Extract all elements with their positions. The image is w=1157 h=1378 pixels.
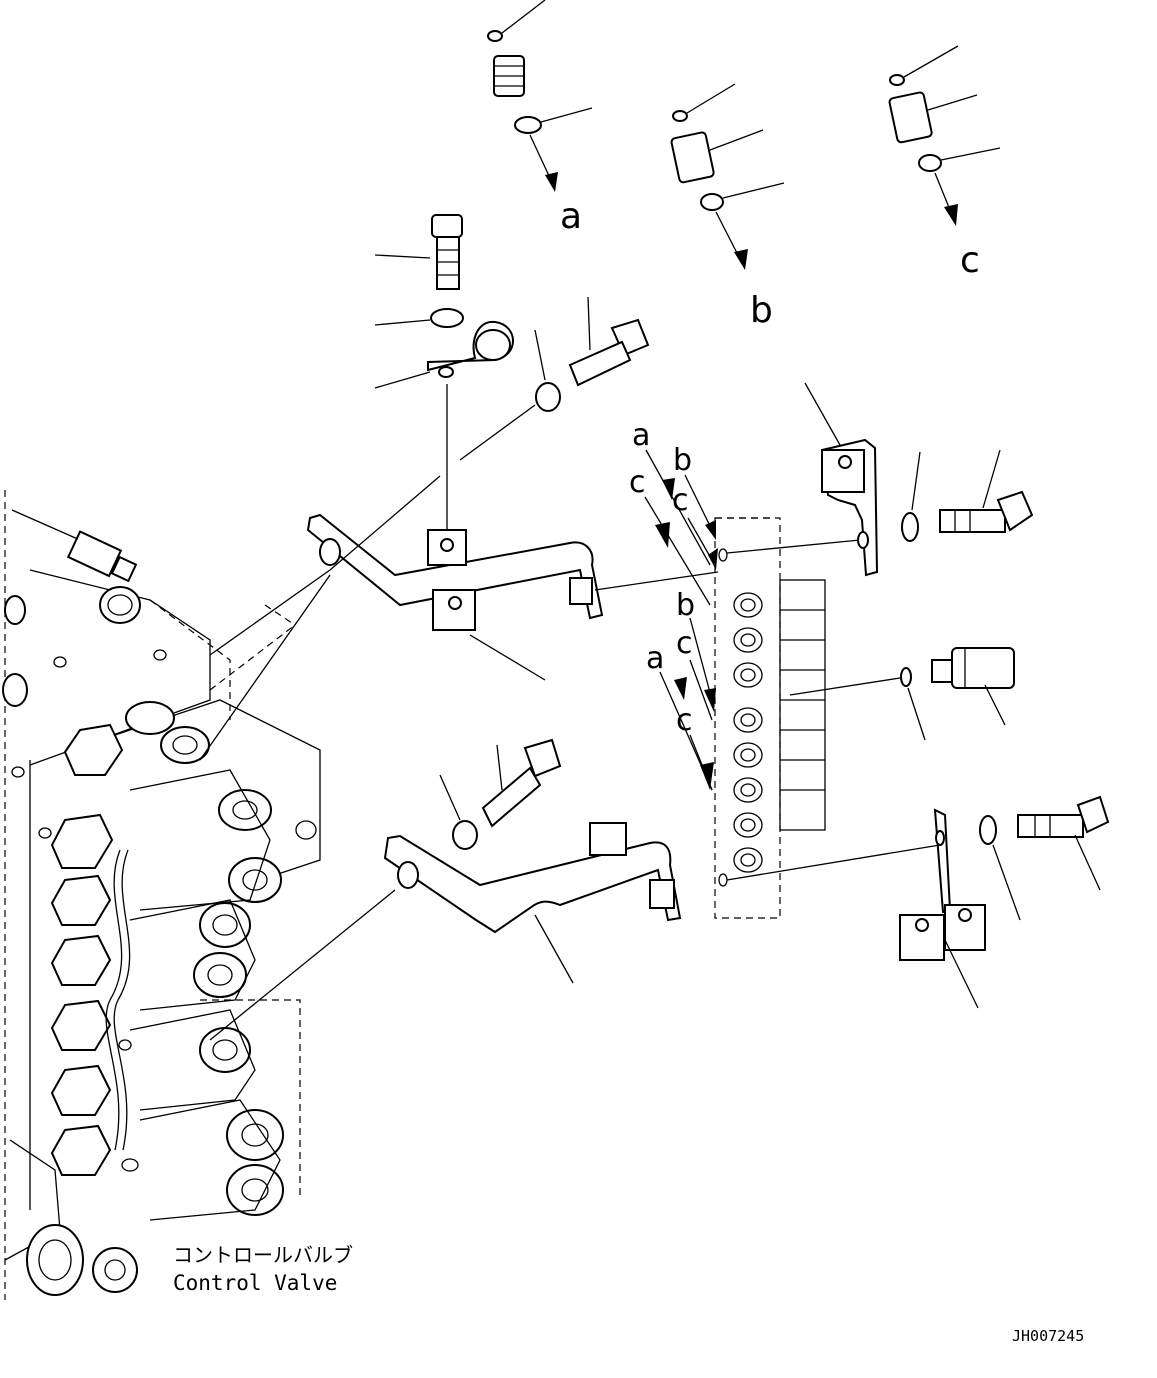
sensor-nut <box>931 659 953 683</box>
caption-japanese: コントロールバルブ <box>173 1243 353 1267</box>
callout-c-top: c <box>960 240 980 281</box>
elbow-fitting-b <box>670 131 715 184</box>
lower-bracket <box>383 738 682 984</box>
o-ring-b <box>700 193 724 211</box>
block-ref-a1: a <box>632 418 650 453</box>
caption-english: Control Valve <box>173 1271 337 1295</box>
o-ring-small-a <box>487 30 503 42</box>
bolt-head-4 <box>996 490 1034 532</box>
sensor-connector <box>66 530 123 578</box>
callout-a-top: a <box>560 196 582 237</box>
block-ref-c2: c <box>672 483 689 518</box>
bracket-hole-2 <box>397 861 419 889</box>
bolt-head-1 <box>431 214 463 238</box>
pressure-sensor <box>900 647 1015 741</box>
block-ref-c1: c <box>629 465 646 500</box>
bracket-nut-2 <box>649 879 675 909</box>
block-ref-a2: a <box>646 641 664 676</box>
fitting-a-group: a <box>487 0 593 237</box>
washer-3 <box>452 820 478 850</box>
hex-caps <box>50 723 124 1176</box>
control-valve <box>2 475 441 1300</box>
valve-end-cap <box>26 1224 84 1296</box>
callout-b-top: b <box>750 290 773 331</box>
right-lower-mount <box>899 795 1110 1009</box>
o-ring-c <box>918 154 942 172</box>
valve-cap-top <box>99 586 141 624</box>
washer-5 <box>979 815 997 845</box>
washer-2 <box>535 382 561 412</box>
block-ref-c3: c <box>676 626 693 661</box>
bracket-block-3 <box>589 822 627 856</box>
upper-bracket <box>306 513 604 681</box>
drawing-id: JH007245 <box>1012 1327 1084 1345</box>
distribution-block <box>594 517 941 919</box>
o-ring-small-c <box>889 74 905 86</box>
bolt-shank-1 <box>436 236 460 290</box>
washer-1 <box>430 308 464 328</box>
right-upper-mount <box>804 382 1034 577</box>
wire-harness <box>105 849 131 1151</box>
spool-bodies <box>129 769 301 1221</box>
bolt-shank-2 <box>568 340 632 387</box>
block-ref-c4: c <box>676 703 693 738</box>
o-ring-small-b <box>672 110 688 122</box>
sensor-body <box>951 647 1015 689</box>
o-ring-a <box>514 116 542 134</box>
clamp-assembly <box>374 214 650 530</box>
block-ref-b1: b <box>673 443 692 478</box>
bracket-block-2 <box>432 589 476 631</box>
bolt-shank-3 <box>481 766 542 828</box>
bolt-shank-4 <box>939 509 1006 533</box>
washer-4 <box>901 512 919 542</box>
fitting-c-group: c <box>888 45 1001 281</box>
elbow-fitting-c <box>888 91 933 144</box>
caption-block: コントロールバルブ Control Valve <box>173 1243 353 1295</box>
sensor-o-ring <box>900 667 912 687</box>
bracket-nut-1 <box>569 577 593 605</box>
port-holes <box>718 548 763 887</box>
block-callouts: a b c c b a c c <box>629 418 718 791</box>
fitting-b-group: b <box>670 83 785 331</box>
block-ref-b2: b <box>676 588 695 623</box>
bolt-head-5 <box>1076 795 1110 834</box>
bracket-hole-1 <box>319 538 341 566</box>
solenoid-coils <box>125 701 284 1216</box>
bolt-head-3 <box>523 738 562 778</box>
